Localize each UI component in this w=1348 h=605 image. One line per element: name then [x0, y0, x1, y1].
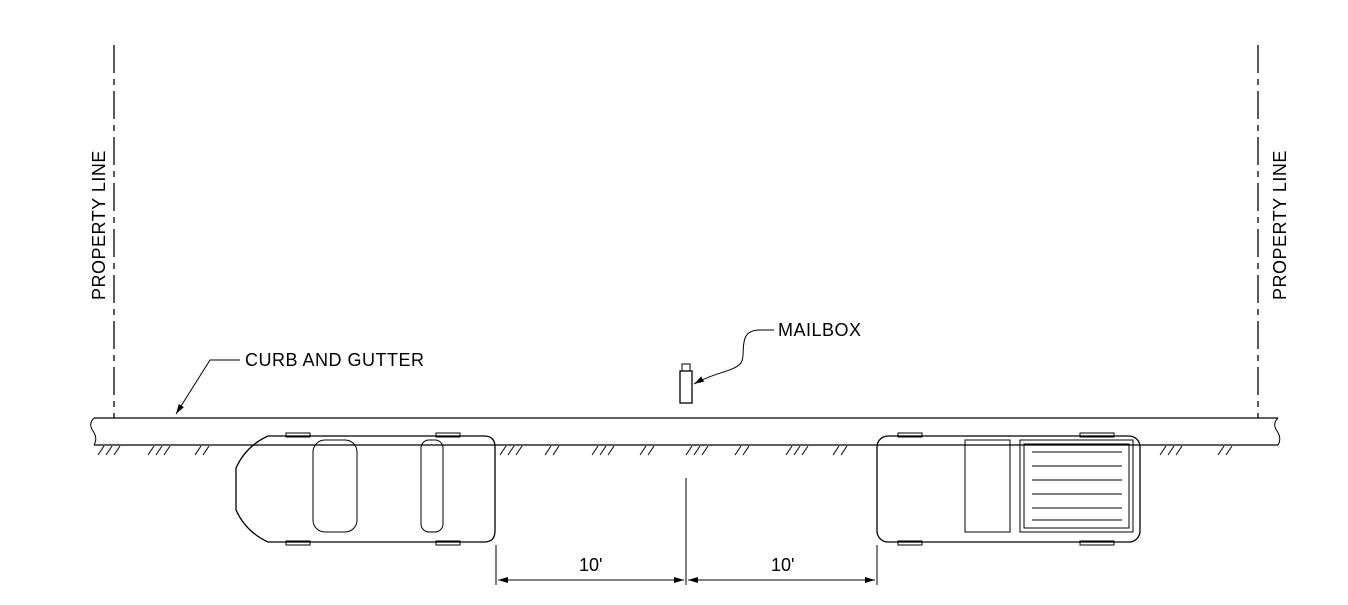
car-left	[235, 432, 496, 546]
curb-and-gutter	[90, 417, 1281, 446]
truck-right	[876, 432, 1141, 546]
dimension-lines	[495, 478, 878, 585]
dimension-left-label: 10'	[579, 555, 602, 575]
curb-leader	[175, 359, 240, 415]
mailbox-label: MAILBOX	[778, 320, 862, 340]
mailbox-icon	[679, 363, 693, 404]
curb-and-gutter-label: CURB AND GUTTER	[245, 350, 425, 370]
dimension-right-label: 10'	[771, 555, 794, 575]
property-line-right-label: PROPERTY LINE	[1270, 150, 1290, 300]
ground-hatch	[97, 445, 1233, 456]
mailbox-leader	[693, 329, 774, 385]
property-line-left-label: PROPERTY LINE	[89, 150, 109, 300]
